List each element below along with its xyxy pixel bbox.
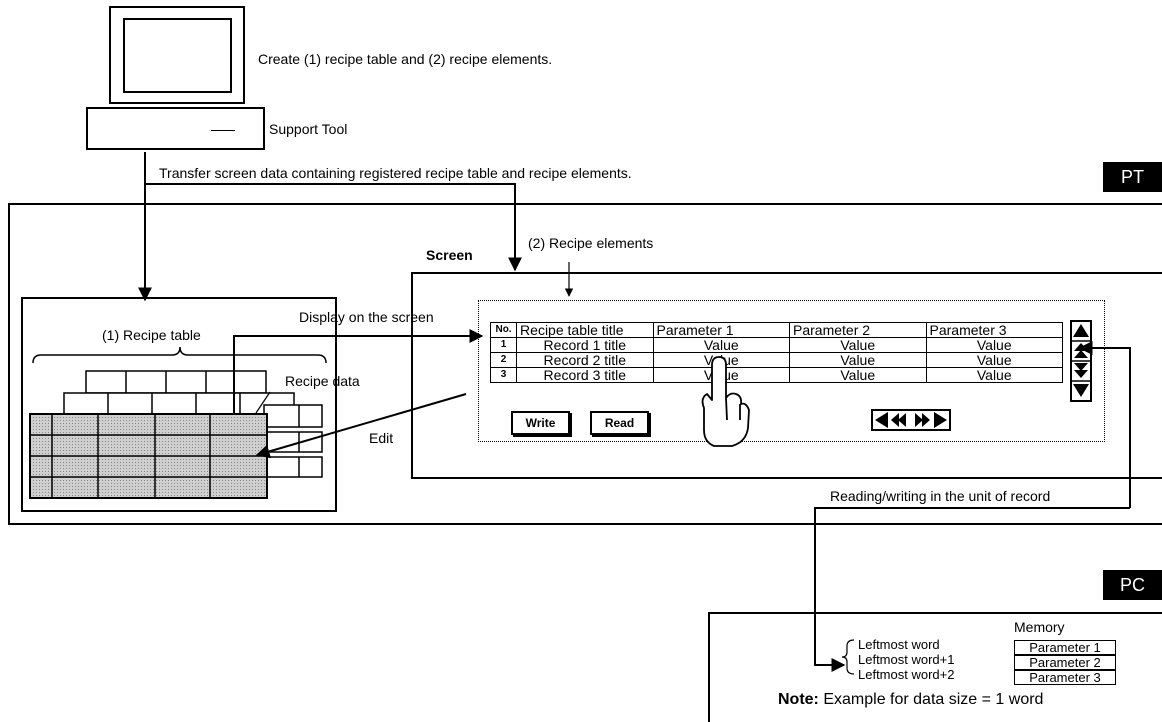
pointing-hand-icon: [703, 357, 749, 446]
transfer-arrows: [145, 152, 515, 300]
rw-arrow-bottom: [815, 508, 1130, 665]
recipe-table-front: [30, 414, 267, 498]
rw-arrow-top: [1088, 348, 1130, 508]
recipe-table-brace: [33, 347, 326, 363]
word-brace: [842, 640, 854, 674]
